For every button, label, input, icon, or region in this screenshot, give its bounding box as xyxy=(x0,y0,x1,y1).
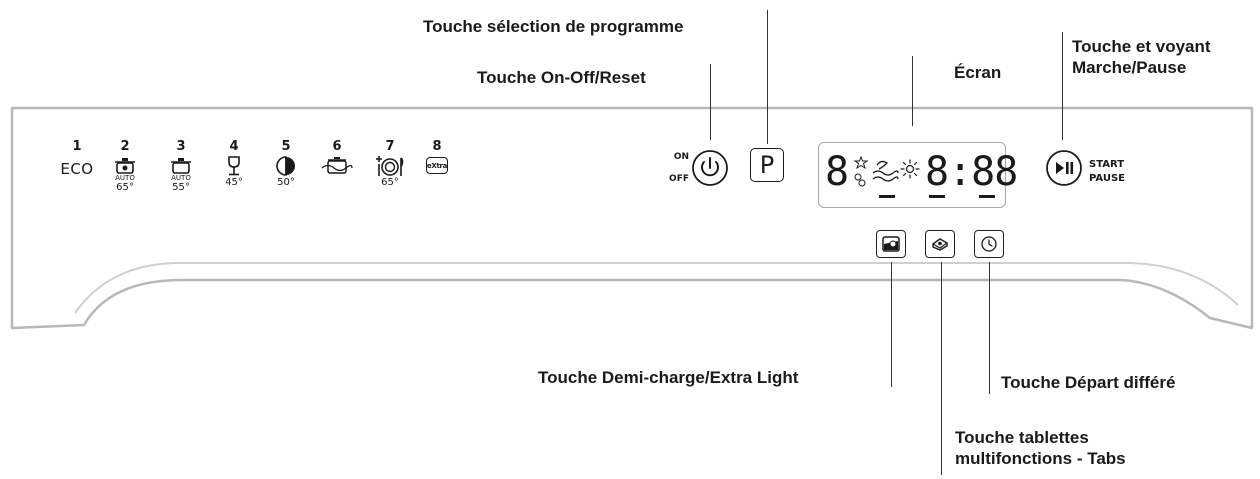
callout-delay: Touche Départ différé xyxy=(1001,373,1176,392)
start-label: START xyxy=(1089,159,1125,170)
half-load-button[interactable] xyxy=(876,230,906,258)
leader-tabs xyxy=(941,262,942,475)
program-temp: 65° xyxy=(381,177,399,188)
program-number: 2 xyxy=(120,139,130,154)
program-number: 1 xyxy=(72,139,82,154)
callout-program-select: Touche sélection de programme xyxy=(423,17,684,36)
program-select-button[interactable]: P xyxy=(750,148,784,182)
program-2: 2 AUTO 65° xyxy=(105,140,145,194)
wash-wave-icon xyxy=(872,160,899,182)
program-number: 5 xyxy=(281,139,291,154)
program-temp: 55° xyxy=(172,182,190,193)
rinse-aid-salt-icon xyxy=(853,155,869,187)
delay-start-button[interactable] xyxy=(974,230,1004,258)
pot-auto-icon xyxy=(171,158,191,174)
leader-delay xyxy=(989,262,990,394)
callout-start-pause-line2: Marche/Pause xyxy=(1072,58,1187,77)
tabs-button[interactable] xyxy=(925,230,955,258)
callout-start-pause-line1: Touche et voyant xyxy=(1072,37,1211,56)
plate-cutlery-icon xyxy=(376,156,404,176)
callout-onoff: Touche On-Off/Reset xyxy=(477,68,646,87)
program-6: 6 xyxy=(317,140,357,177)
program-eco-label: ECO xyxy=(60,160,94,178)
clock-icon xyxy=(981,236,997,252)
program-3: 3 AUTO 55° xyxy=(161,140,201,194)
play-pause-icon xyxy=(1056,162,1064,174)
display-indicator-bar xyxy=(929,195,945,198)
program-5: 5 50° xyxy=(266,140,306,189)
leader-half-load xyxy=(891,262,892,387)
program-number: 6 xyxy=(332,139,342,154)
leader-onoff xyxy=(710,64,711,140)
program-select-label: P xyxy=(759,151,775,179)
program-temp: 50° xyxy=(277,177,295,188)
leader-screen xyxy=(912,56,913,126)
display-screen: 8 8:88 xyxy=(818,142,1018,208)
leader-program-select xyxy=(767,10,768,144)
half-load-icon xyxy=(882,236,900,252)
callout-screen: Écran xyxy=(954,63,1002,82)
dry-sun-icon xyxy=(900,159,920,179)
display-time: 8:88 xyxy=(925,149,1018,195)
program-number: 3 xyxy=(176,139,186,154)
power-icon xyxy=(701,161,719,177)
program-number: 7 xyxy=(385,139,395,154)
extra-label: eXtra xyxy=(426,161,448,170)
program-7: 7 65° xyxy=(370,140,410,189)
program-number: 8 xyxy=(432,139,442,154)
half-circle-quick-icon xyxy=(276,156,295,176)
leader-start-pause xyxy=(1062,32,1063,140)
power-button[interactable] xyxy=(691,149,729,187)
callout-half-load: Touche Demi-charge/Extra Light xyxy=(538,368,799,387)
program-number: 4 xyxy=(229,139,239,154)
callout-tabs-line2: multifonctions - Tabs xyxy=(955,449,1126,468)
extra-icon: eXtra xyxy=(426,157,448,174)
off-label: OFF xyxy=(669,174,689,184)
pot-soak-icon xyxy=(321,157,353,174)
program-temp: 65° xyxy=(116,182,134,193)
program-8: 8 eXtra xyxy=(417,140,457,174)
display-indicator-bar xyxy=(879,195,895,198)
program-temp: 45° xyxy=(225,177,243,188)
program-1: 1 ECO xyxy=(57,139,97,179)
callout-tabs-line1: Touche tablettes xyxy=(955,428,1089,447)
display-left-digit: 8 xyxy=(825,149,849,195)
wine-glass-icon xyxy=(228,156,240,176)
display-indicator-bar xyxy=(979,195,995,198)
on-label: ON xyxy=(673,152,689,162)
start-pause-button[interactable] xyxy=(1045,149,1083,187)
program-auto-label: AUTO xyxy=(171,174,191,182)
pot-auto-icon xyxy=(115,158,135,174)
program-auto-label: AUTO xyxy=(115,174,135,182)
tablet-icon xyxy=(932,238,948,251)
program-4: 4 45° xyxy=(214,140,254,189)
pause-label: PAUSE xyxy=(1089,173,1125,184)
